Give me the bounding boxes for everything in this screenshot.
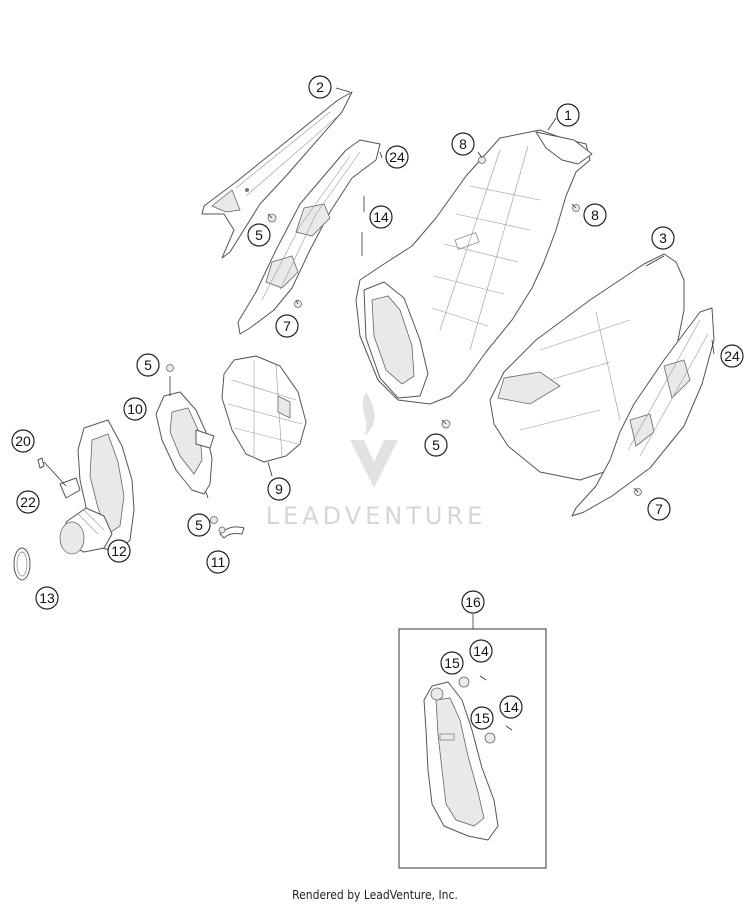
callout-2-label: 2: [316, 79, 324, 95]
callout-16-label: 16: [465, 594, 481, 610]
callout-20-label: 20: [15, 433, 31, 449]
leader-lines: [267, 87, 715, 477]
part-1-airbox: [355, 129, 593, 405]
callout-8-right: 8: [583, 203, 607, 227]
part-16-inset: [398, 614, 547, 869]
callout-10-label: 10: [127, 401, 143, 417]
callout-8-top-label: 8: [459, 136, 467, 152]
part-2-side-strip: [201, 91, 353, 259]
callout-1: 1: [556, 103, 580, 127]
fasteners: [166, 151, 642, 524]
callout-11-label: 11: [211, 554, 226, 570]
callout-14-inset-upper: 14: [469, 639, 493, 663]
part-13-ring: [13, 547, 31, 581]
callout-15-lower-label: 15: [474, 710, 490, 726]
callout-20: 20: [11, 429, 35, 453]
callout-5-lower: 5: [187, 513, 211, 537]
callout-13: 13: [35, 586, 59, 610]
callout-5-lower-label: 5: [195, 517, 203, 533]
callout-24: 24: [385, 145, 409, 169]
callout-5-mid-label: 5: [144, 357, 152, 373]
callout-14-inset-lower-label: 14: [503, 699, 519, 715]
callout-7-left-label: 7: [283, 318, 291, 334]
callout-14-upper: 14: [369, 205, 393, 229]
callout-1-label: 1: [564, 107, 572, 123]
callout-15-upper-label: 15: [444, 655, 460, 671]
part-20-22-sensor: [37, 457, 81, 499]
part-10-filter-cage: [155, 376, 215, 499]
rendered-by-footer: Rendered by LeadVenture, Inc.: [292, 888, 458, 902]
callout-3: 3: [651, 226, 675, 250]
callout-23: 24: [720, 344, 744, 368]
callout-8-top: 8: [451, 132, 475, 156]
callout-24-label: 24: [389, 149, 405, 165]
callout-16: 16: [461, 590, 485, 614]
callout-5-upper: 5: [247, 223, 271, 247]
callout-7-right-label: 7: [655, 501, 663, 517]
callout-8-right-label: 8: [591, 207, 599, 223]
callout-15-upper: 15: [440, 651, 464, 675]
callout-11: 11: [206, 550, 230, 574]
callout-9-label: 9: [275, 481, 283, 497]
callout-5-center-label: 5: [432, 437, 440, 453]
callout-14-upper-label: 14: [373, 209, 389, 225]
callout-7-left: 7: [275, 314, 299, 338]
part-24-front-rail: [237, 139, 381, 335]
callout-15-lower: 15: [470, 706, 494, 730]
callout-12: 12: [107, 539, 131, 563]
callout-5-upper-label: 5: [255, 227, 263, 243]
callout-3-label: 3: [659, 230, 667, 246]
callout-22-label: 22: [20, 494, 36, 510]
leadventure-watermark: LEADVENTURE: [266, 392, 487, 530]
callout-22: 22: [16, 490, 40, 514]
callout-10: 10: [123, 397, 147, 421]
callout-2: 2: [308, 75, 332, 99]
part-11-clamp: [218, 526, 245, 539]
callout-7-right: 7: [647, 497, 671, 521]
callout-14-inset-upper-label: 14: [473, 643, 489, 659]
callout-9: 9: [267, 477, 291, 501]
part-12-intake-boot: [59, 419, 135, 555]
callout-13-label: 13: [39, 590, 55, 606]
callout-23-label: 24: [724, 348, 740, 364]
watermark-text: LEADVENTURE: [266, 502, 487, 530]
callout-14-inset-lower: 14: [499, 695, 523, 719]
callout-5-mid: 5: [136, 353, 160, 377]
callout-5-center: 5: [424, 433, 448, 457]
part-9-air-filter: [221, 355, 307, 463]
part-23-inner-cover: [571, 307, 715, 517]
callout-12-label: 12: [111, 543, 127, 559]
